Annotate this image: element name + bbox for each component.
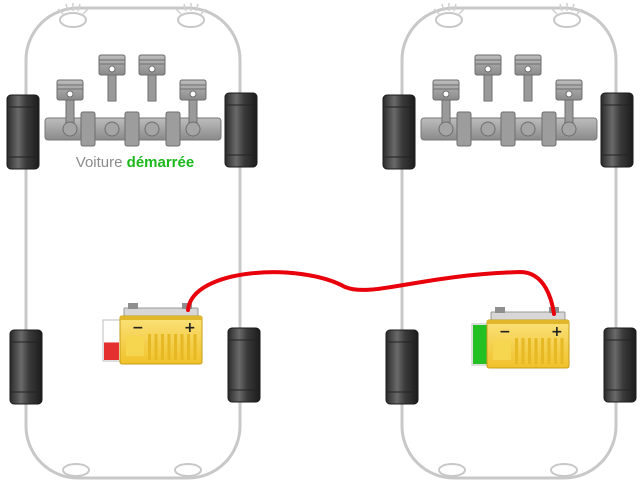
battery-charge-gauge (102, 319, 121, 362)
battery-charge-gauge (471, 323, 490, 366)
car-status-label: Voiture démarrée (76, 154, 194, 171)
battery-charge-fill (104, 342, 119, 360)
battery-charge-fill (473, 325, 488, 364)
engine-icon (44, 54, 222, 147)
tire-icon (9, 329, 43, 405)
tail-light-icon (62, 463, 90, 477)
tire-icon (385, 329, 419, 405)
car-2: Voiture démarrée−+ (382, 2, 637, 480)
minus-icon: − (132, 320, 144, 336)
car-body-outline (24, 6, 242, 480)
tire-icon (224, 92, 258, 168)
tail-light-icon (174, 463, 202, 477)
plus-icon: + (184, 320, 196, 336)
car-body-outline (400, 6, 618, 480)
car-status-word: démarrée (127, 154, 195, 171)
battery-icon: −+ (486, 307, 570, 369)
tire-icon (6, 94, 40, 170)
tire-icon (227, 327, 261, 403)
minus-icon: − (499, 324, 511, 340)
jumper-cable (186, 269, 556, 316)
tire-icon (603, 327, 637, 403)
engine-icon (420, 54, 598, 147)
car-status-prefix: Voiture (76, 154, 127, 171)
car-1: Voiture démarrée−+ (6, 2, 261, 480)
battery-icon: −+ (119, 303, 203, 365)
tire-icon (600, 92, 634, 168)
tire-icon (382, 94, 416, 170)
tail-light-icon (438, 463, 466, 477)
tail-light-icon (550, 463, 578, 477)
plus-icon: + (551, 324, 563, 340)
